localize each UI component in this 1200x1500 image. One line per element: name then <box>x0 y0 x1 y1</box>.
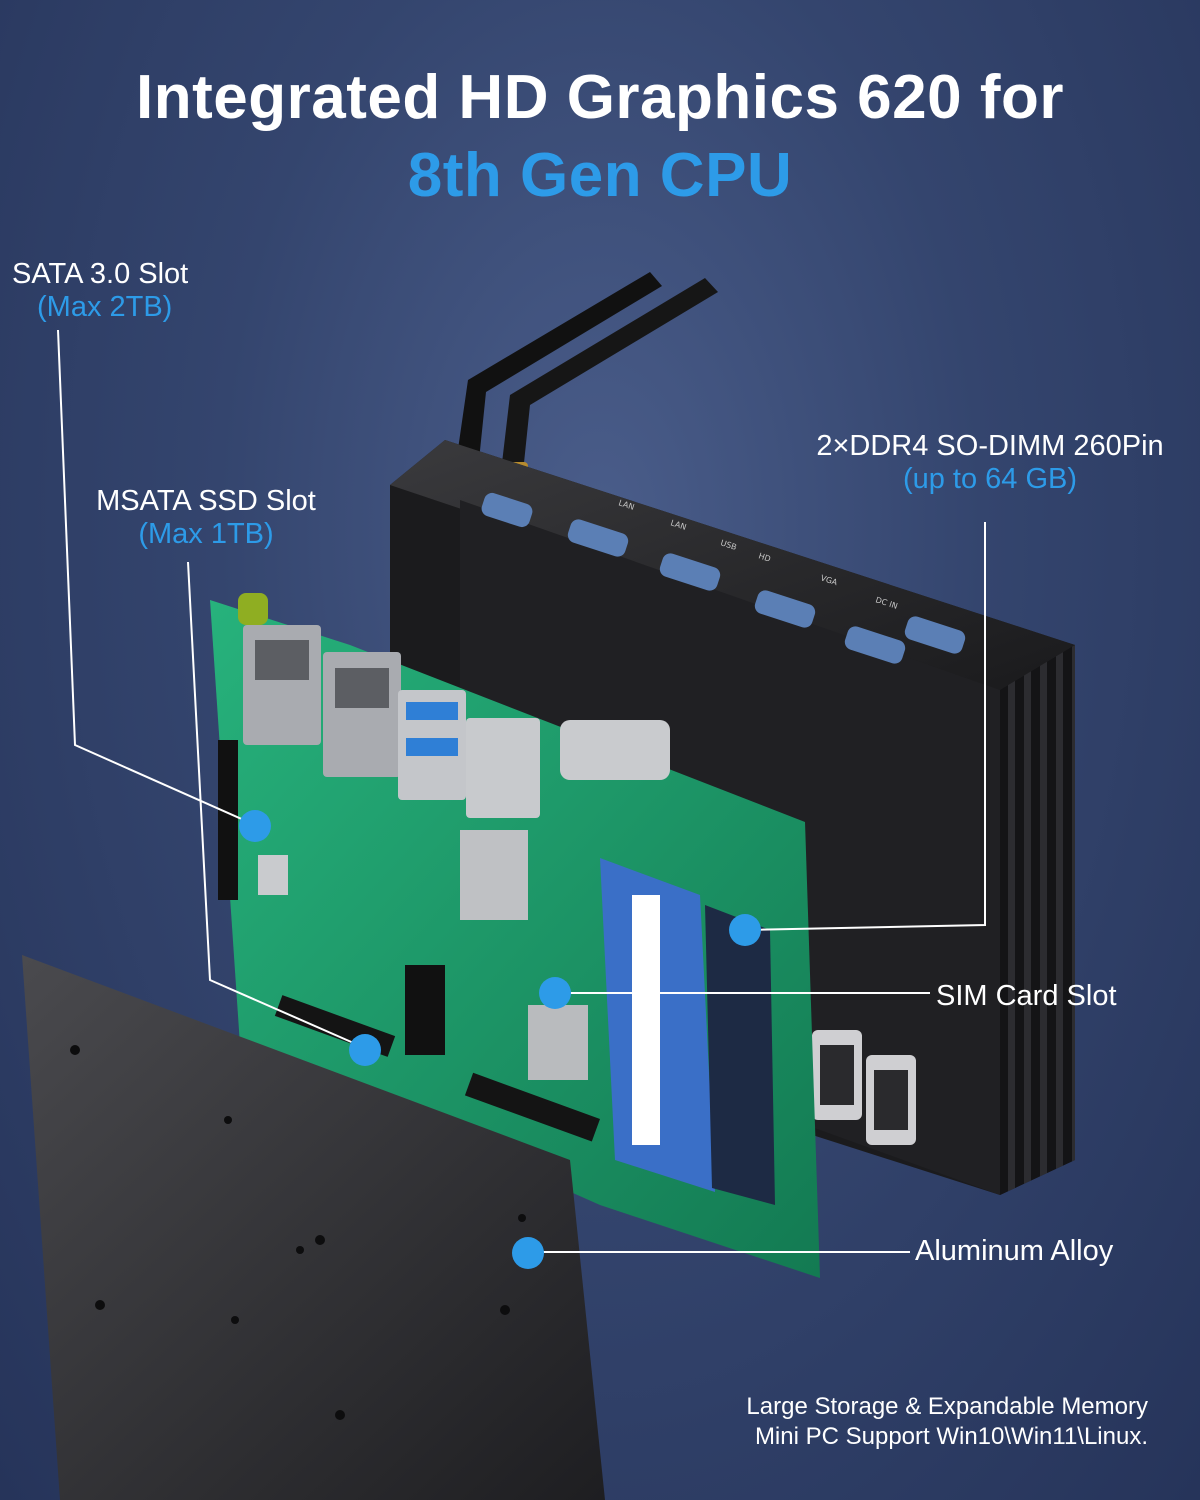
callout-sim: SIM Card Slot <box>936 980 1117 1013</box>
footnote-line-1: Large Storage & Expandable Memory <box>746 1393 1148 1420</box>
ddr4-leader-line <box>744 522 986 931</box>
headline-line-2: 8th Gen CPU <box>407 141 793 210</box>
footnote-line-2: Mini PC Support Win10\Win11\Linux. <box>754 1423 1148 1450</box>
headline-line-1: Integrated HD Graphics 620 for <box>135 63 1065 132</box>
callout-dots <box>239 810 761 1269</box>
callout-aluminum: Aluminum Alloy <box>915 1235 1113 1268</box>
callout-sim-title: SIM Card Slot <box>936 980 1117 1012</box>
aluminum-dot <box>512 1237 544 1269</box>
callout-lines <box>57 329 986 1253</box>
msata-dot <box>349 1034 381 1066</box>
ddr4-dot <box>729 914 761 946</box>
port-label-hd: HD <box>757 551 771 563</box>
usb-port-icon <box>812 1030 916 1145</box>
callout-aluminum-title: Aluminum Alloy <box>915 1235 1114 1267</box>
sata-dot <box>239 810 271 842</box>
callout-sata-title: SATA 3.0 Slot <box>12 258 189 290</box>
callout-sata-sub: (Max 2TB) <box>37 291 173 323</box>
sim-dot <box>539 977 571 1009</box>
callout-msata: MSATA SSD Slot (Max 1TB) <box>80 485 332 551</box>
sata-leader-line <box>57 329 256 826</box>
callout-ddr4-title: 2×DDR4 SO-DIMM 260Pin <box>816 430 1164 462</box>
callout-msata-title: MSATA SSD Slot <box>96 485 316 517</box>
callout-ddr4-sub: (up to 64 GB) <box>902 463 1078 495</box>
callout-msata-sub: (Max 1TB) <box>138 518 274 550</box>
aluminum-plate <box>22 955 605 1500</box>
callout-sata: SATA 3.0 Slot (Max 2TB) <box>12 258 188 324</box>
footnote: Large Storage & Expandable Memory Mini P… <box>746 1392 1148 1452</box>
com-port-icon <box>481 492 966 664</box>
msata-leader-line <box>187 561 366 1049</box>
callout-ddr4: 2×DDR4 SO-DIMM 260Pin (up to 64 GB) <box>790 430 1190 496</box>
